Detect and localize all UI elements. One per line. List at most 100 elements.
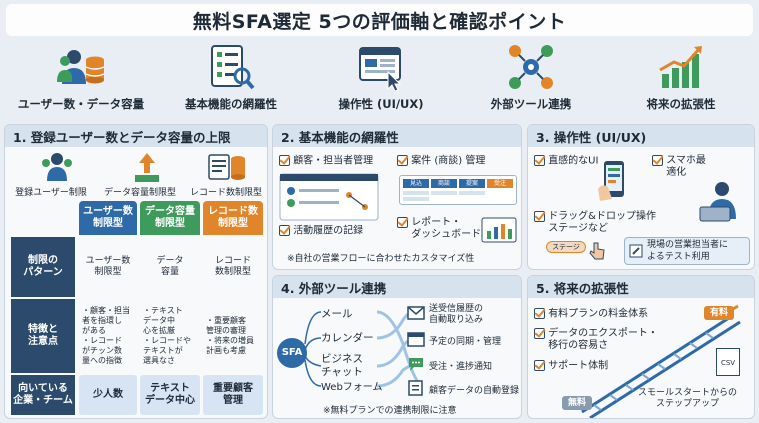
column-header-records: レコード数 制限型: [203, 201, 263, 235]
icon-label: 登録ユーザー制限: [15, 188, 87, 198]
smartphone-hand-icon: [598, 161, 624, 201]
data-capacity-icon: [135, 153, 159, 182]
panel-scalability: 5. 将来の拡張性 有料プランの料金体系 データのエクスポート・ 移行の容易さ …: [527, 275, 755, 419]
record-count-icon: [208, 154, 245, 180]
check-item: ドラッグ&ドロップ操作 ステージなど: [534, 211, 656, 235]
sfa-hub: SFA: [277, 338, 307, 368]
evaluation-axes: ユーザー数・データ容量 基本機能の網羅性 操作性 (UI/UX): [6, 38, 753, 118]
table-cell: データ 容量: [156, 255, 184, 277]
checkbox-icon: [534, 155, 545, 166]
users-database-icon: [57, 50, 105, 84]
checkbox-icon: [534, 328, 545, 339]
check-item: データのエクスポート・ 移行の容易さ: [534, 328, 658, 352]
checkbox-icon: [397, 155, 408, 166]
item-label: 顧客・担当者管理: [293, 155, 374, 167]
check-item: 有料プランの料金体系: [534, 308, 648, 321]
axis-usability: 操作性 (UI/UX): [306, 38, 456, 118]
checkbox-icon: [279, 155, 290, 166]
stepup-caption: スモールスタートからの ステップアップ: [638, 388, 738, 410]
item-label: レポート・ ダッシュボード: [411, 217, 482, 240]
chat-bubble-icon: [409, 358, 423, 371]
table-cell: ・顧客・担当 者を指環し がある ・レコード がチッン数 量への指徴: [82, 306, 130, 365]
check-item: 案件 (商談) 管理: [397, 155, 485, 168]
checkbox-icon: [279, 225, 290, 236]
axis-label: 将来の拡張性: [646, 97, 716, 111]
integration-note: ※無料プランでの連携制限に注意: [323, 406, 457, 416]
table-cell: 重要顧客 管理: [203, 375, 263, 415]
pipeline-stage: 受注: [487, 179, 513, 188]
title-bar: 無料SFA選定 5つの評価軸と確認ポイント: [6, 4, 753, 36]
item-label: 直感的なUI: [548, 155, 599, 167]
panel-header: 1. 登録ユーザー数とデータ容量の上限: [5, 125, 267, 147]
table-cell: 少人数: [79, 375, 137, 415]
panel-user-data-limit: 1. 登録ユーザー数とデータ容量の上限 登録ユーザー制限 データ容量制限型 レコ…: [4, 124, 268, 419]
item-label: データのエクスポート・ 移行の容易さ: [548, 328, 658, 351]
item-label: 有料プランの料金体系: [548, 308, 649, 320]
row-label-suitable: 向いている 企業・チーム: [11, 375, 75, 415]
item-label: スマホ最 適化: [666, 155, 706, 178]
table-cell: テキスト データ中心: [140, 375, 200, 415]
checkbox-icon: [397, 217, 408, 228]
pencil-edit-icon: [629, 244, 643, 258]
item-label: 案件 (商談) 管理: [411, 155, 486, 167]
axis-label: 基本機能の網羅性: [185, 97, 277, 111]
panel-header: 4. 外部ツール連携: [273, 276, 521, 298]
panel-header: 5. 将来の拡張性: [528, 276, 754, 298]
source-label: ビジネス チャット: [321, 353, 363, 378]
checklist-magnifier-icon: [211, 45, 255, 90]
axis-scalability: 将来の拡張性: [606, 38, 756, 118]
table-cell: レコード 数制限型: [214, 255, 251, 277]
axis-label: 操作性 (UI/UX): [338, 97, 424, 111]
checkbox-icon: [534, 211, 545, 222]
axis-users-data: ユーザー数・データ容量: [6, 38, 156, 118]
axis-label: 外部ツール連携: [490, 97, 572, 111]
page-title: 無料SFA選定 5つの評価軸と確認ポイント: [192, 10, 567, 33]
target-label: 受注・進捗通知: [429, 362, 493, 372]
field-test-box: 現場の営業担当者に よるテスト利用: [624, 237, 750, 265]
check-item: レポート・ ダッシュボード: [397, 217, 481, 241]
panel-usability: 3. 操作性 (UI/UX) 直感的なUI スマホ最 適化 ドラッグ&ドロップ操…: [527, 124, 755, 270]
item-label: サポート体制: [548, 360, 609, 372]
row-label-pattern: 制限の パターン: [11, 237, 75, 297]
checkbox-icon: [534, 308, 545, 319]
check-item: 直感的なUI: [534, 155, 598, 168]
item-label: ドラッグ&ドロップ操作 ステージなど: [548, 211, 656, 234]
target-label: 送受信履歴の 自動取り込み: [429, 304, 484, 325]
stage-tag: ステージ: [546, 241, 586, 253]
table-cell: ユーザー数 制限型: [85, 255, 131, 277]
panel-integration: 4. 外部ツール連携 SFA メール カレンダー ビジネス チャット Webフォ…: [272, 275, 522, 419]
checkbox-icon: [652, 155, 663, 166]
pipeline-board: 見込 商談 提案 受注: [399, 175, 517, 205]
check-item: 顧客・担当者管理: [279, 155, 373, 168]
browser-window-cursor-icon: [359, 47, 402, 92]
icon-label: データ容量制限型: [103, 188, 176, 198]
dashboard-chart-icon: [481, 217, 517, 243]
row-label-features: 特徴と 注意点: [11, 299, 75, 373]
source-label: Webフォーム: [321, 382, 383, 393]
axis-functions: 基本機能の網羅性: [156, 38, 306, 118]
table-cell: ・重要顧客 管理の審理 ・将来の増員 計画も考慮: [206, 316, 254, 355]
pipeline-stage: 商談: [431, 179, 457, 188]
free-tag: 無料: [562, 396, 592, 410]
source-label: メール: [321, 308, 353, 320]
person-laptop-icon: [699, 182, 736, 222]
form-document-icon: [408, 380, 423, 396]
check-item: スマホ最 適化: [652, 155, 706, 179]
check-item: サポート体制: [534, 360, 608, 373]
mail-icon: [407, 306, 425, 320]
panel-header: 3. 操作性 (UI/UX): [528, 125, 754, 147]
users-limit-icon: [42, 153, 72, 181]
pipeline-stage: 提案: [459, 179, 485, 188]
target-label: 予定の同期・管理: [429, 337, 502, 347]
checkbox-icon: [534, 360, 545, 371]
gears-network-icon: [509, 45, 553, 89]
pipeline-stage: 見込: [403, 179, 429, 188]
axis-label: ユーザー数・データ容量: [17, 97, 145, 111]
panel-header: 2. 基本機能の網羅性: [273, 125, 521, 147]
table-cell: ・テキスト データ中 心を拡厳 ・レコードや テキストが 選具なさ: [143, 306, 191, 365]
target-label: 顧客データの自動登録: [429, 386, 520, 396]
icon-label: レコード数制限型: [189, 188, 262, 198]
growth-chart-icon: [659, 46, 702, 88]
item-label: 活動履歴の記録: [293, 225, 364, 237]
calendar-icon: [407, 332, 425, 347]
